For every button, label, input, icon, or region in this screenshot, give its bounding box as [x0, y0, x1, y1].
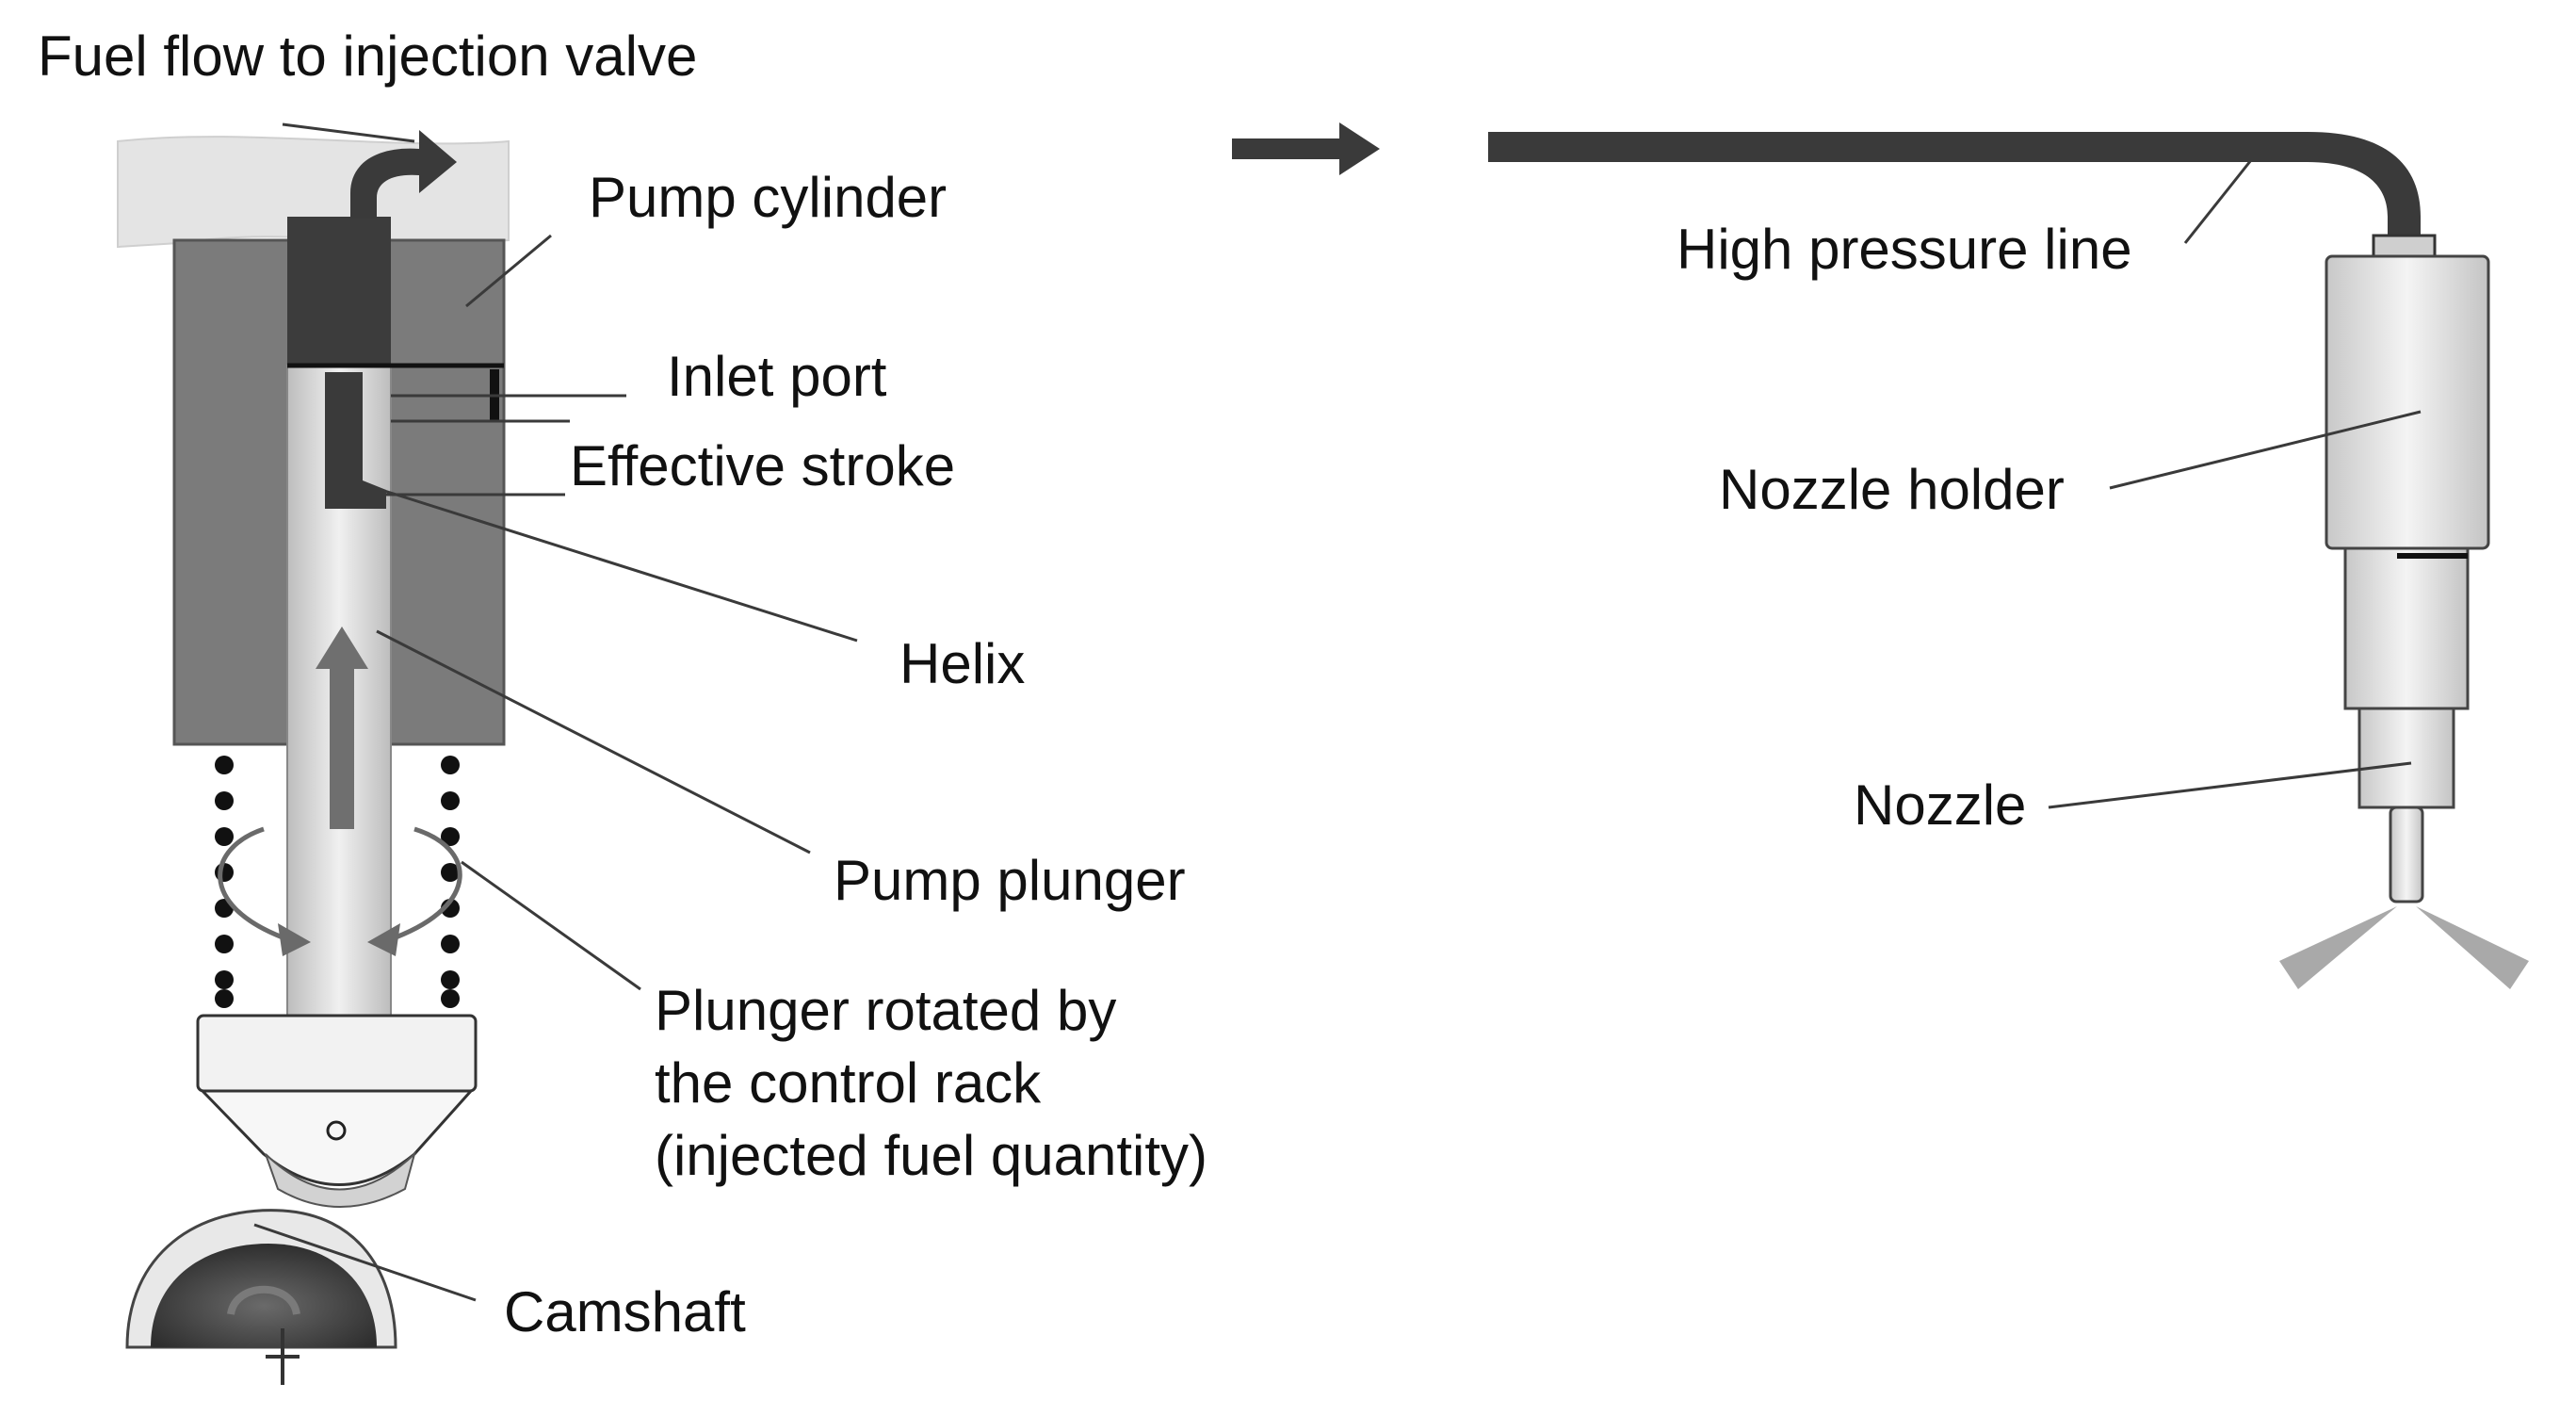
label-high-pressure-line: High pressure line	[1677, 218, 2132, 281]
left-labels: Fuel flow to injection valve Pump cylind…	[38, 24, 1207, 1343]
pump-assembly	[117, 130, 510, 1385]
rotation-arrow-left	[218, 826, 284, 940]
label-pump-plunger: Pump plunger	[834, 849, 1186, 912]
camshaft-core	[151, 1244, 377, 1347]
label-effective-stroke: Effective stroke	[570, 434, 955, 497]
rotation-arrow-left-head	[278, 923, 311, 956]
injector-assembly	[1488, 132, 2529, 989]
right-leader-lines	[2048, 159, 2422, 809]
label-plunger-rotated-2: the control rack	[655, 1051, 1042, 1115]
label-fuel-flow: Fuel flow to injection valve	[38, 24, 697, 88]
spray-left	[2279, 906, 2397, 989]
label-nozzle-holder: Nozzle holder	[1719, 458, 2065, 521]
label-helix: Helix	[899, 632, 1025, 695]
nozzle-holder-body	[2325, 254, 2490, 550]
spring	[215, 756, 460, 1008]
spray-right	[2416, 906, 2529, 989]
label-pump-cylinder: Pump cylinder	[589, 166, 947, 229]
label-nozzle: Nozzle	[1854, 773, 2026, 837]
label-inlet-port: Inlet port	[667, 345, 887, 408]
rotation-arrow-right-head	[367, 923, 400, 956]
helix-slot	[325, 372, 386, 509]
left-leader-lines	[253, 122, 858, 1302]
roller-pin	[326, 1120, 347, 1141]
label-camshaft: Camshaft	[504, 1280, 746, 1343]
nozzle-holder-lower	[2343, 546, 2470, 710]
rotation-arrow-right	[395, 826, 462, 940]
line-connector	[2372, 234, 2437, 258]
barrel-core	[287, 217, 391, 366]
nozzle-nut	[2357, 707, 2455, 809]
tappet	[196, 1014, 478, 1093]
plunger-up-arrow	[316, 627, 368, 829]
flow-direction-arrow	[1232, 122, 1380, 175]
high-pressure-line	[1488, 132, 2421, 245]
fuel-flow-arrow	[350, 130, 457, 219]
label-plunger-rotated-1: Plunger rotated by	[655, 979, 1116, 1042]
cam-rotation-icon	[227, 1285, 300, 1316]
nozzle-tip	[2389, 806, 2424, 903]
right-labels: High pressure line Nozzle holder Nozzle	[1677, 218, 2132, 837]
label-plunger-rotated-3: (injected fuel quantity)	[655, 1124, 1207, 1187]
roller	[265, 1150, 416, 1208]
